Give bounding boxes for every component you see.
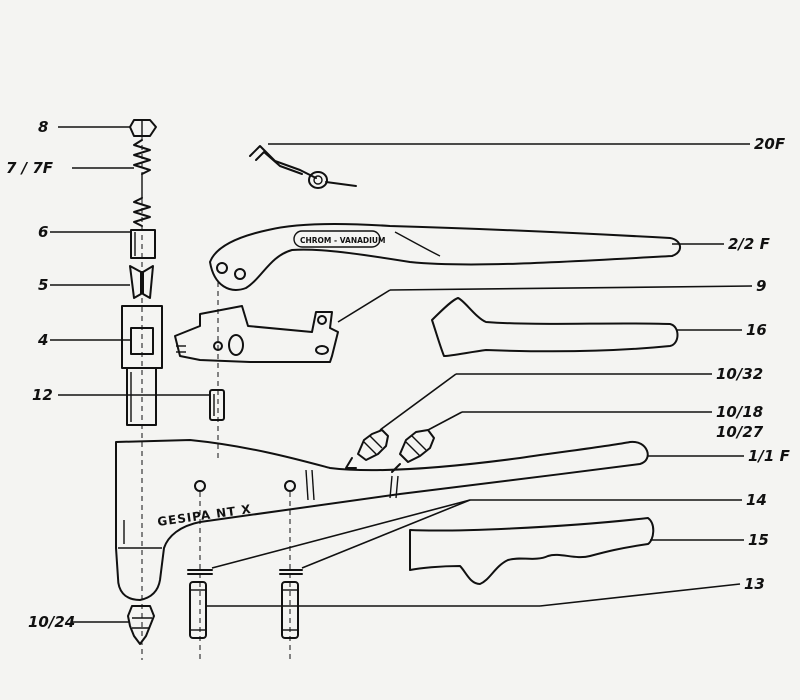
label-part-15: 15	[748, 531, 769, 549]
leader-lines-right	[206, 143, 753, 607]
part-5-jaws	[129, 265, 154, 299]
label-part-13: 13	[744, 575, 765, 593]
label-part-12: 12	[32, 386, 53, 404]
body-marking: GESIPA NT X	[156, 502, 252, 529]
part-9-lever	[174, 305, 339, 363]
part-14-washers	[187, 569, 303, 575]
label-part-8: 8	[38, 118, 48, 136]
label-part-14: 14	[746, 491, 767, 509]
label-part-5: 5	[38, 276, 48, 294]
part-10-32-nosepiece	[345, 429, 389, 469]
label-part-2-2f: 2/2 F	[728, 235, 771, 253]
label-part-16: 16	[746, 321, 767, 339]
label-part-4: 4	[37, 331, 48, 349]
part-8-nut	[129, 119, 157, 137]
leader-lines-left	[50, 126, 210, 623]
part-12-pin	[209, 389, 225, 421]
part-13-pins	[189, 581, 299, 639]
label-part-10-18: 10/18	[716, 403, 763, 421]
label-part-10-27: 10/27	[716, 423, 764, 441]
part-20f-spring-clip	[249, 145, 357, 189]
label-part-10-24: 10/24	[28, 613, 75, 631]
part-15-lower-grip	[409, 517, 655, 585]
part-10-18-nosepiece	[391, 429, 435, 473]
label-part-6: 6	[38, 223, 48, 241]
part-2-upper-handle	[209, 222, 681, 291]
label-part-10-32: 10/32	[716, 365, 763, 383]
label-part-1-1f: 1/1 F	[748, 447, 791, 465]
label-part-7: 7 / 7F	[6, 159, 54, 177]
part-10-24-nosepiece	[127, 605, 155, 645]
part-6-sleeve	[130, 229, 156, 259]
label-part-20f: 20F	[754, 135, 786, 153]
handle-marking: CHROM - VANADIUM	[300, 236, 385, 245]
label-part-9: 9	[756, 277, 766, 295]
part-16-upper-grip	[431, 297, 679, 357]
part-1-main-body	[115, 439, 649, 601]
